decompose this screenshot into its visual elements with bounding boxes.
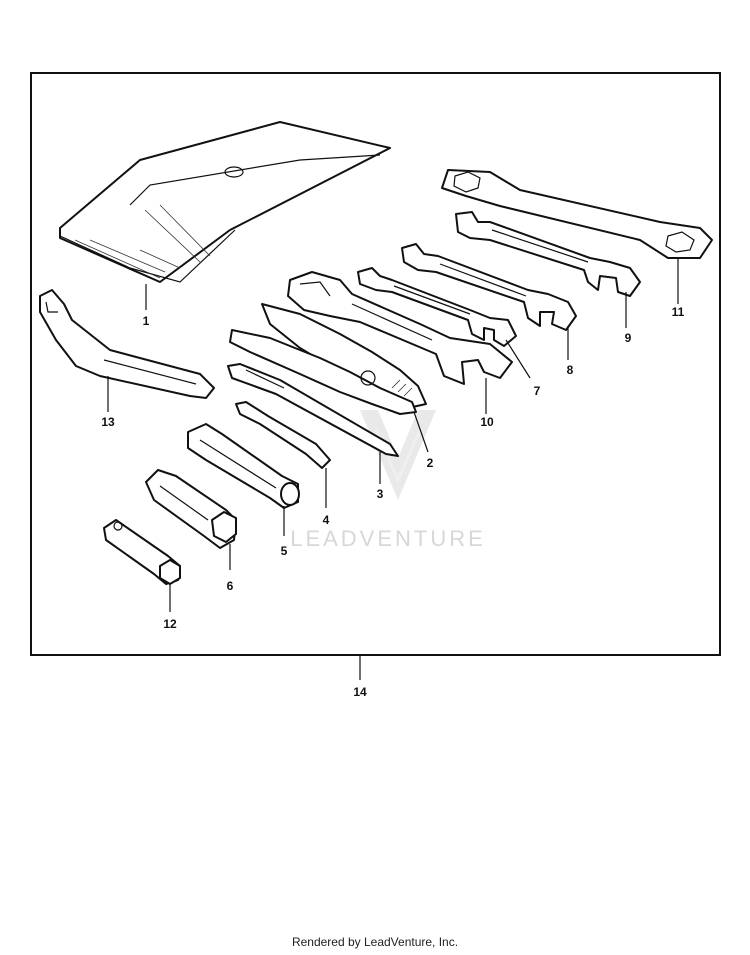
open-end-wrench-7-drawing: [357, 267, 517, 347]
callout-10: 10: [480, 415, 494, 429]
leader-7: [505, 339, 531, 379]
callout-12: 12: [163, 617, 177, 631]
tool-bag-drawing: [59, 121, 391, 283]
diagram-frame: [30, 72, 721, 656]
callout-7: 7: [534, 384, 541, 398]
callout-9: 9: [625, 331, 632, 345]
open-end-wrench-10-drawing: [287, 271, 513, 385]
screwdriver-drawing: [227, 363, 399, 457]
footer-credit: Rendered by LeadVenture, Inc.: [291, 935, 459, 949]
screwdriver-handle-drawing: [187, 423, 300, 509]
callout-6: 6: [227, 579, 234, 593]
watermark-text: LEADVENTURE: [290, 526, 486, 551]
screwdriver-short-drawing: [235, 401, 331, 469]
spark-plug-wrench-drawing: [145, 469, 237, 549]
callout-1: 1: [143, 314, 150, 328]
box-wrench-drawing: [441, 169, 713, 259]
callout-13: 13: [101, 415, 115, 429]
hook-spanner-drawing: [39, 289, 215, 399]
callout-11: 11: [672, 305, 685, 319]
open-end-wrench-9-drawing: [455, 211, 641, 297]
callout-8: 8: [567, 363, 574, 377]
callout-5: 5: [281, 544, 288, 558]
callout-3: 3: [377, 487, 384, 501]
callout-14: 14: [353, 685, 367, 699]
callout-2: 2: [427, 456, 434, 470]
socket-drawing: [103, 519, 181, 585]
callout-4: 4: [323, 513, 330, 527]
leader-2: [413, 411, 429, 453]
open-end-wrench-8-drawing: [401, 243, 577, 331]
pliers-drawing: [229, 303, 427, 415]
